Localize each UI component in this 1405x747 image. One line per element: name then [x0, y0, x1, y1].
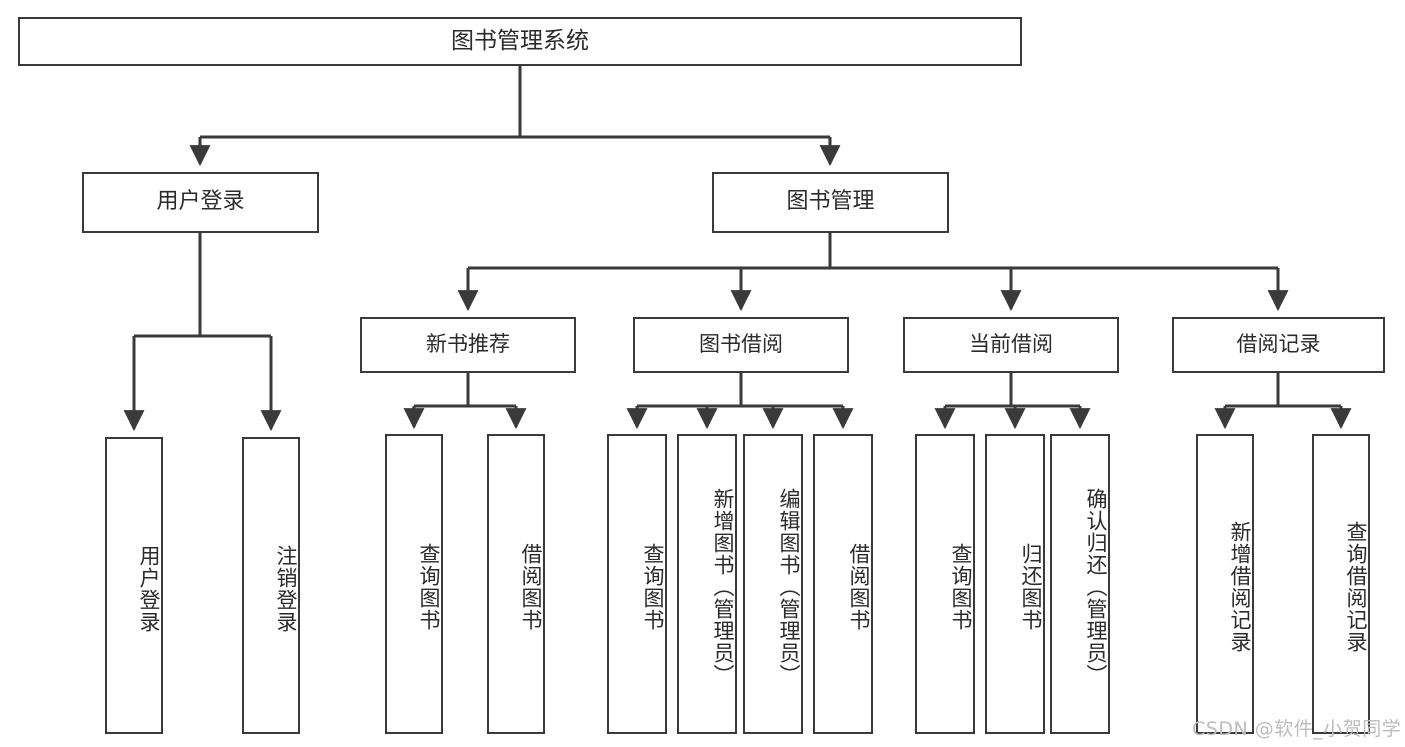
leaf-borrow-book-recommend[interactable]: 借阅图书	[487, 434, 545, 734]
node-book-borrow[interactable]: 图书借阅	[633, 317, 849, 373]
node-book-management[interactable]: 图书管理	[712, 172, 949, 233]
leaf-user-login[interactable]: 用户登录	[105, 437, 163, 734]
node-new-book-recommend[interactable]: 新书推荐	[360, 317, 576, 373]
leaf-add-book-admin[interactable]: 新增图书（管理员）	[677, 434, 737, 734]
leaf-confirm-return-admin[interactable]: 确认归还（管理员）	[1050, 434, 1110, 734]
leaf-edit-book-admin[interactable]: 编辑图书（管理员）	[743, 434, 803, 734]
leaf-query-book-recommend[interactable]: 查询图书	[385, 434, 443, 734]
node-root-book-management-system[interactable]: 图书管理系统	[18, 17, 1022, 66]
leaf-add-borrow-record[interactable]: 新增借阅记录	[1196, 434, 1254, 734]
node-user-login[interactable]: 用户登录	[82, 172, 319, 233]
node-current-borrow[interactable]: 当前借阅	[903, 317, 1119, 373]
node-borrow-record[interactable]: 借阅记录	[1172, 317, 1385, 373]
leaf-logout-login[interactable]: 注销登录	[242, 437, 300, 734]
csdn-watermark: CSDN @软件_小贺同学	[1192, 718, 1402, 740]
leaf-query-book-borrow[interactable]: 查询图书	[607, 434, 667, 734]
leaf-query-book-current[interactable]: 查询图书	[915, 434, 975, 734]
leaf-borrow-book[interactable]: 借阅图书	[813, 434, 873, 734]
leaf-return-book[interactable]: 归还图书	[985, 434, 1045, 734]
leaf-query-borrow-record[interactable]: 查询借阅记录	[1312, 434, 1370, 734]
